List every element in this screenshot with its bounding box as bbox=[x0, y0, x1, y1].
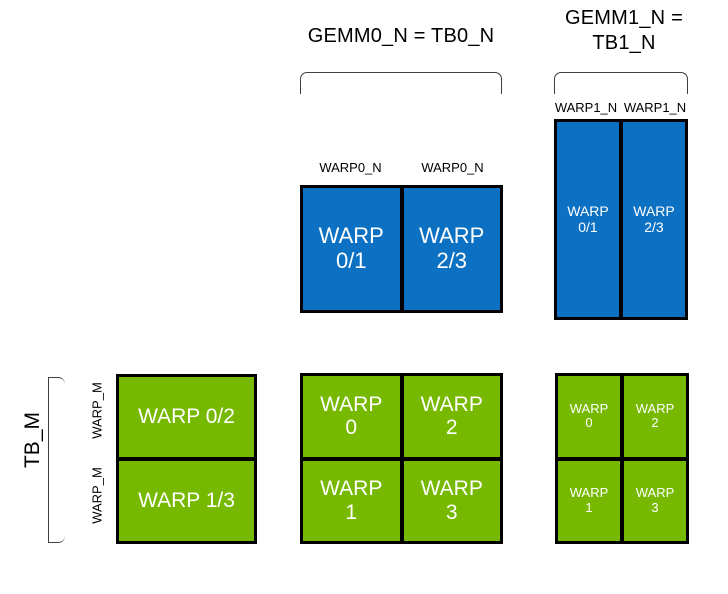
gemm1-span-brace bbox=[554, 72, 688, 94]
warp0-n-label-left: WARP0_N bbox=[319, 160, 382, 175]
warp-m-label-bottom: WARP_M bbox=[89, 467, 105, 524]
warp1-n-label-right: WARP1_N bbox=[623, 100, 687, 115]
gemm1-title: GEMM1_N = TB1_N bbox=[565, 7, 683, 54]
warp0-n-label-right: WARP0_N bbox=[421, 160, 484, 175]
tb-m-column-0: WARP 0/2 WARP 1/3 bbox=[119, 377, 254, 541]
warp-m-label-top: WARP_M bbox=[89, 382, 105, 439]
gemm0-span-brace bbox=[300, 72, 502, 94]
tb-m-bracket bbox=[48, 377, 65, 543]
tb-m-label: TB_M bbox=[21, 412, 44, 469]
tb-m-cell-warp-1-3[interactable]: WARP 1/3 bbox=[119, 461, 254, 541]
tb-m-warp-block: WARP 0/2 WARP 1/3 bbox=[116, 374, 257, 544]
tb-m-cell-warp-0-2[interactable]: WARP 0/2 bbox=[119, 377, 254, 457]
gemm0-title: GEMM0_N = TB0_N bbox=[307, 25, 495, 47]
warp1-n-label-left: WARP1_N bbox=[554, 100, 618, 115]
